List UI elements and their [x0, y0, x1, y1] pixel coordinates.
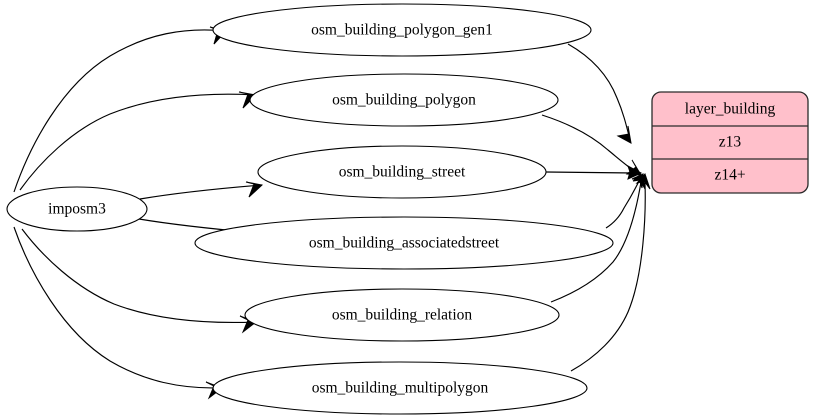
node-imposm3-label: imposm3: [48, 201, 106, 218]
node-osm_building_relation[interactable]: osm_building_relation: [244, 288, 560, 342]
node-osm_building_relation-label: osm_building_relation: [332, 307, 473, 324]
edge-group-target: [541, 43, 651, 372]
node-layer_building[interactable]: layer_building z13 z14+: [651, 91, 809, 194]
node-osm_building_multipolygon[interactable]: osm_building_multipolygon: [212, 361, 588, 415]
layer-building-title-label: layer_building: [685, 101, 776, 118]
node-osm_building_associatedstreet[interactable]: osm_building_associatedstreet: [194, 216, 614, 270]
node-osm_building_polygon-label: osm_building_polygon: [332, 92, 476, 109]
node-osm_building_multipolygon-label: osm_building_multipolygon: [312, 380, 489, 397]
node-osm_building_polygon_gen1[interactable]: osm_building_polygon_gen1: [212, 3, 592, 57]
node-imposm3[interactable]: imposm3: [6, 186, 148, 232]
node-osm_building_street[interactable]: osm_building_street: [257, 145, 547, 199]
node-osm_building_polygon[interactable]: osm_building_polygon: [249, 73, 559, 127]
edge-imposm3-to-osm_building_polygon: [19, 91, 258, 191]
layer-building-z13-label: z13: [719, 134, 742, 151]
edge-imposm3-to-osm_building_multipolygon: [13, 226, 224, 400]
layer-building-z14-label: z14+: [714, 167, 745, 184]
edge-osm_building_street-to-layer_building-z14: [545, 164, 643, 180]
node-osm_building_street-label: osm_building_street: [339, 164, 466, 181]
node-osm_building_polygon_gen1-label: osm_building_polygon_gen1: [311, 22, 493, 39]
edge-osm_building_polygon_gen1-to-layer_building-z13: [567, 43, 632, 144]
edge-osm_building_multipolygon-to-layer_building-z14: [570, 173, 651, 372]
node-osm_building_associatedstreet-label: osm_building_associatedstreet: [309, 235, 500, 252]
edge-imposm3-to-osm_building_polygon_gen1: [13, 26, 227, 193]
edge-imposm3-to-osm_building_street: [139, 181, 264, 200]
